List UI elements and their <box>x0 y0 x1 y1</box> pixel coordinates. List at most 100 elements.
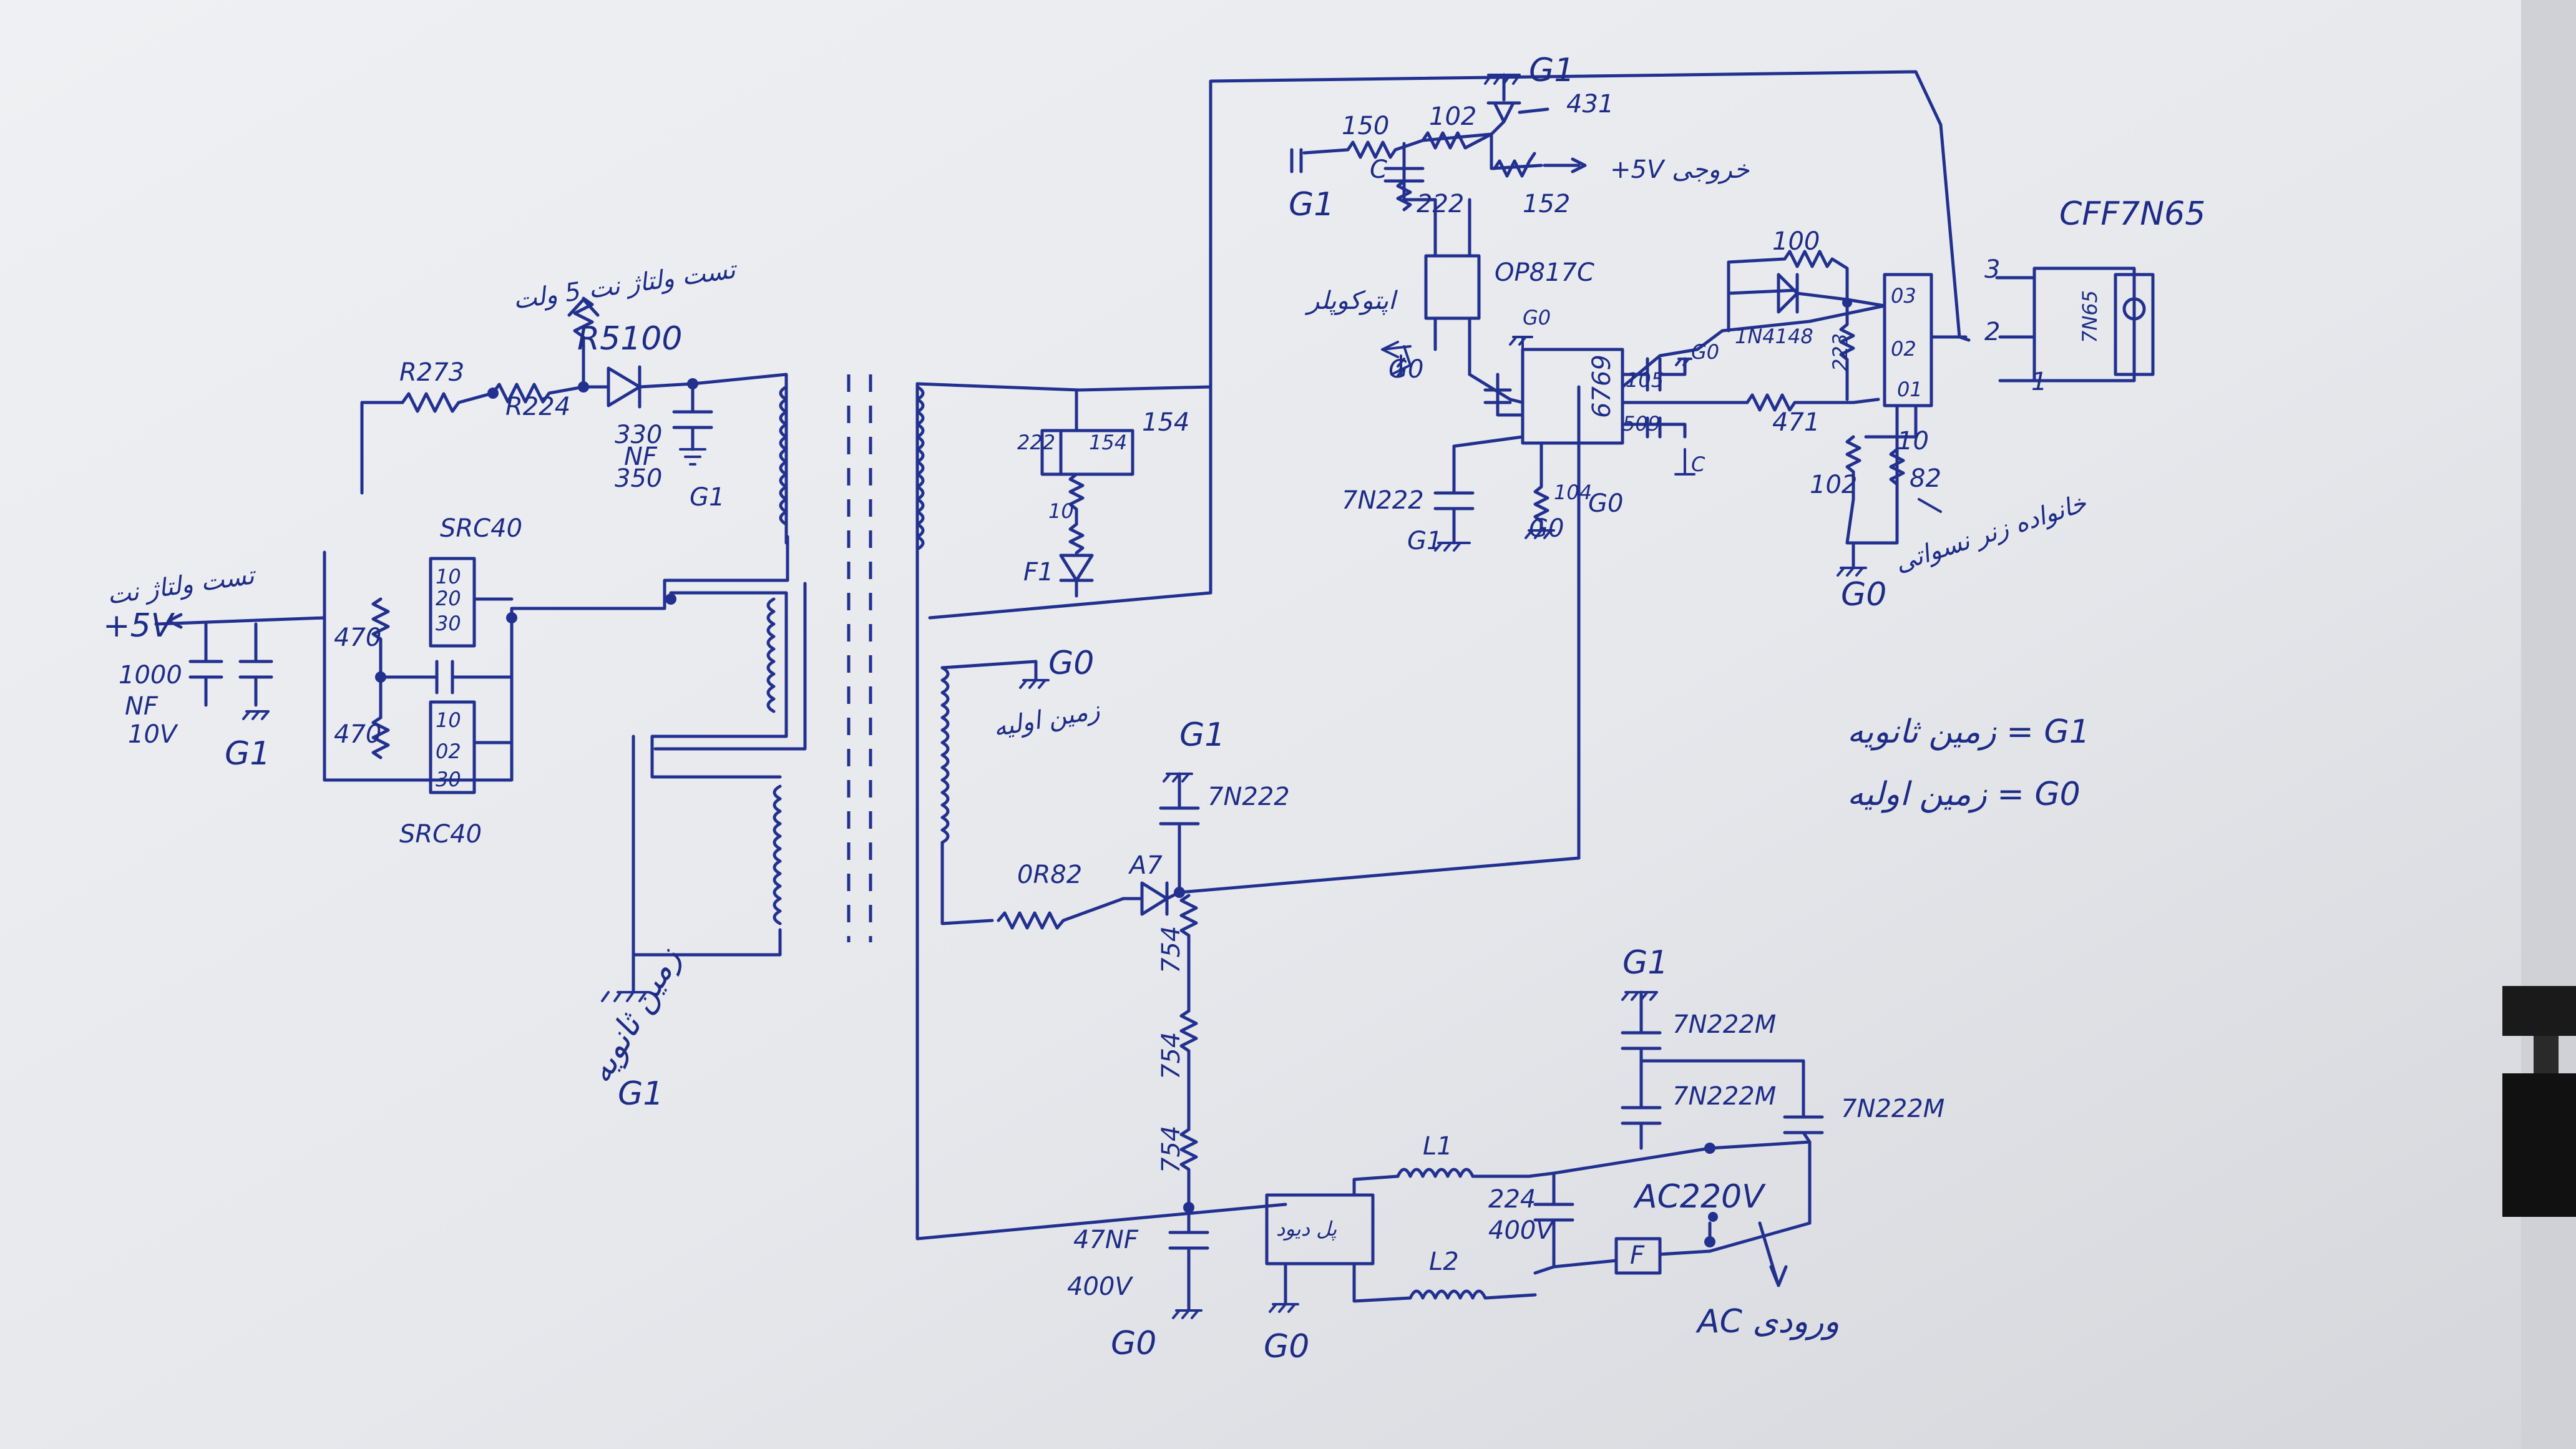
label-src40-bot: SRC40 <box>399 820 482 849</box>
label-c-c: C <box>1370 155 1387 184</box>
label-g1-r: G1 <box>1622 944 1668 982</box>
label-7n222m-a: 7N222M <box>1672 1010 1776 1039</box>
label-g0-ic2: G0 <box>1691 340 1719 364</box>
component-labels: R273 R224 R5100 330 NF 350 G1 SRC40 SRC4… <box>103 52 2205 1365</box>
label-r223: 223 <box>1828 333 1852 371</box>
label-1n4148: 1N4148 <box>1735 324 1813 348</box>
label-r273: R273 <box>399 358 464 387</box>
label-opto-note: اپتوکوپلر <box>1304 286 1398 315</box>
label-r10a: 10 <box>1048 499 1074 523</box>
label-pin10b: 10 <box>436 708 461 732</box>
label-g1-top: G1 <box>690 483 724 512</box>
label-r150: 150 <box>1342 112 1389 140</box>
label-ic: 6769 <box>1588 354 1616 418</box>
label-pin30: 30 <box>436 612 461 635</box>
label-l2: L2 <box>1429 1247 1459 1276</box>
label-r154: 154 <box>1142 408 1189 437</box>
label-ac220: AC220V <box>1633 1178 1766 1216</box>
label-c-c2: C <box>1691 452 1705 476</box>
label-pin02: 02 <box>436 739 461 763</box>
label-fuse: F1 <box>1023 558 1053 587</box>
label-7n222: 7N222 <box>1208 783 1290 811</box>
label-r100: 100 <box>1772 227 1820 256</box>
primary-circuit <box>915 70 1971 1319</box>
label-r754b: 754 <box>1157 1032 1186 1080</box>
label-r5100: R5100 <box>577 320 682 358</box>
label-g0-ic4: G0 <box>1588 489 1623 518</box>
paper-shadow-edge <box>2521 0 2576 1449</box>
label-cap330: 330 <box>615 421 662 449</box>
label-g0-rs: G0 <box>1841 576 1886 613</box>
label-c1000: 1000 <box>119 661 182 690</box>
label-pin10a: 10 <box>436 565 461 588</box>
label-r82: 82 <box>1910 464 1941 493</box>
label-g1-ref: G1 <box>1289 186 1334 223</box>
label-r754a: 754 <box>1157 926 1186 973</box>
label-r224: R224 <box>505 393 570 421</box>
label-g0-opto: G0 <box>1388 355 1423 384</box>
label-c154a: 154 <box>1089 431 1127 454</box>
label-tl431: 431 <box>1566 90 1614 119</box>
label-g1-mid: G1 <box>1179 716 1225 754</box>
label-g0-bot-b: G0 <box>1264 1328 1309 1365</box>
label-r470b: 470 <box>334 720 381 749</box>
label-opto: OP817C <box>1495 258 1594 287</box>
label-ac-in: AC ورودی <box>1695 1303 1840 1340</box>
label-r102: 102 <box>1429 102 1476 131</box>
legend-g1: زمین ثانویه = G1 <box>1847 713 2090 751</box>
label-c47nf: 47NF <box>1073 1226 1139 1254</box>
label-pins-02: 02 <box>1891 337 1916 361</box>
label-f-box: F <box>1630 1241 1645 1270</box>
label-pins-01: 01 <box>1897 378 1923 401</box>
label-c509: 509 <box>1622 412 1661 436</box>
label-g0-ic3: G0 <box>1529 514 1564 543</box>
label-g0-mid: G0 <box>1048 645 1094 682</box>
label-mosfet-pin1: 1 <box>2031 368 2047 396</box>
label-cap350: 350 <box>615 464 662 493</box>
binder-clip <box>2502 986 2576 1217</box>
secondary-output-circuit <box>154 296 807 1002</box>
label-c1000-nf: NF <box>125 692 159 721</box>
label-bridge: پل دیود <box>1276 1217 1337 1241</box>
label-mosfet-pin3: 3 <box>1984 255 2000 284</box>
label-plus5v: +5V <box>103 607 175 645</box>
label-l1: L1 <box>1423 1132 1453 1161</box>
label-g1-431: G1 <box>1529 52 1574 89</box>
label-mosfet-pin2: 2 <box>1984 318 2000 346</box>
legend-g0: زمین اولیه = G0 <box>1847 776 2081 813</box>
label-c222b: 222 <box>1417 190 1464 218</box>
label-r104: 104 <box>1554 481 1592 504</box>
label-r471: 471 <box>1772 408 1820 437</box>
label-g0-ic: G0 <box>1523 306 1551 329</box>
label-mosfet-body: 7N65 <box>2078 290 2102 343</box>
label-7n222m-b: 7N222M <box>1672 1082 1776 1111</box>
feedback-circuit <box>1290 73 2155 860</box>
label-pin30b: 30 <box>436 768 461 791</box>
label-c400v: 400V <box>1067 1272 1133 1301</box>
label-mosfet: CFF7N65 <box>2059 195 2205 233</box>
label-c222a: 222 <box>1017 431 1055 454</box>
label-c224-v: 400V <box>1488 1216 1554 1245</box>
label-plus5-out: +5V خروجی <box>1610 155 1750 184</box>
label-r10b: 10 <box>1897 427 1929 456</box>
label-r754c: 754 <box>1157 1126 1186 1173</box>
label-src40-top: SRC40 <box>440 514 522 543</box>
label-r470a: 470 <box>334 623 381 652</box>
label-r102b: 102 <box>1810 471 1857 499</box>
label-r152: 152 <box>1523 190 1570 218</box>
label-a7: A7 <box>1128 851 1163 880</box>
label-cap-nf: NF <box>624 442 658 471</box>
label-c105: 105 <box>1626 368 1664 392</box>
note-secondary-g1: G1 <box>618 1075 663 1113</box>
label-g1-ic: G1 <box>1407 527 1442 555</box>
label-c1000-v: 10V <box>128 720 178 749</box>
label-7n222-b: 7N222 <box>1342 486 1424 515</box>
label-g1-left: G1 <box>225 735 270 773</box>
label-0r82: 0R82 <box>1017 861 1082 889</box>
label-pin20: 20 <box>436 587 461 610</box>
label-c224: 224 <box>1488 1185 1536 1214</box>
label-7n222m-c: 7N222M <box>1841 1095 1944 1123</box>
label-g0-bot-a: G0 <box>1111 1325 1156 1362</box>
label-pins-03: 03 <box>1891 284 1916 308</box>
